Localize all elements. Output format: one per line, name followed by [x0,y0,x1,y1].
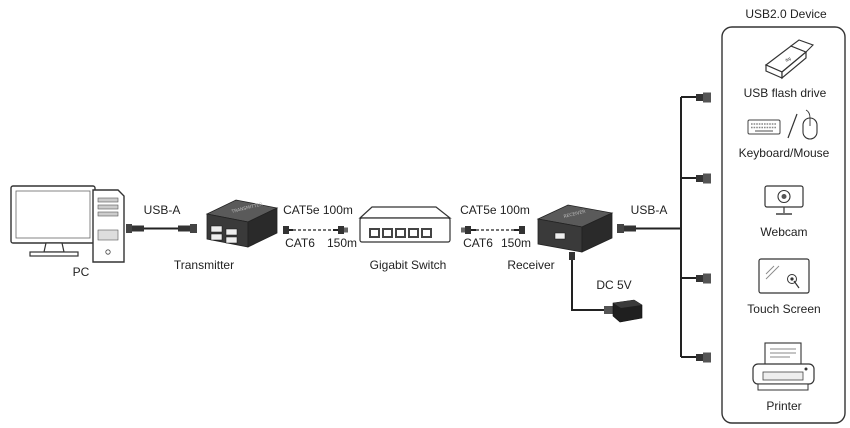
usb-cable-pc-to-transmitter [126,224,197,233]
usb-a-label-right: USB-A [631,203,668,217]
pc-icon [10,185,125,263]
cat5e-label-left: CAT5e 100m [283,203,353,217]
usb-device-panel-title: USB2.0 Device [745,7,827,21]
usb-hub-branches [680,92,711,363]
transmitter-label: Transmitter [174,258,234,272]
webcam-icon [764,185,804,215]
network-cable-right [461,226,525,234]
device-label-1: Keyboard/Mouse [739,146,830,160]
dc-5v-label: DC 5V [596,278,631,292]
svg-text:⇋: ⇋ [784,55,794,65]
keyboard-mouse-icon [747,109,818,140]
usb-cable-receiver-to-hub [617,224,681,233]
printer-icon [752,342,815,391]
cat6-label-left: CAT6 [285,236,315,250]
touch-screen-icon [758,258,810,294]
length-150m-label-left: 150m [327,236,357,250]
device-label-0: USB flash drive [744,86,827,100]
device-label-4: Printer [766,399,801,413]
power-cable [569,252,613,314]
gigabit-switch-icon [358,206,452,243]
device-label-2: Webcam [760,225,807,239]
device-label-3: Touch Screen [747,302,820,316]
usb-flash-drive-icon: ⇋ [764,39,815,80]
usb-a-label-left: USB-A [144,203,181,217]
cat6-label-right: CAT6 [463,236,493,250]
svg-text:RECEIVER: RECEIVER [563,209,586,220]
receiver-label: Receiver [507,258,554,272]
network-cable-left [283,226,348,234]
length-150m-label-right: 150m [501,236,531,250]
receiver-icon: RECEIVER [536,204,614,253]
gigabit-switch-label: Gigabit Switch [370,258,447,272]
pc-label: PC [73,265,90,279]
power-adapter-icon [612,299,643,323]
cat5e-label-right: CAT5e 100m [460,203,530,217]
transmitter-icon: TRANSMITTER [205,199,279,248]
